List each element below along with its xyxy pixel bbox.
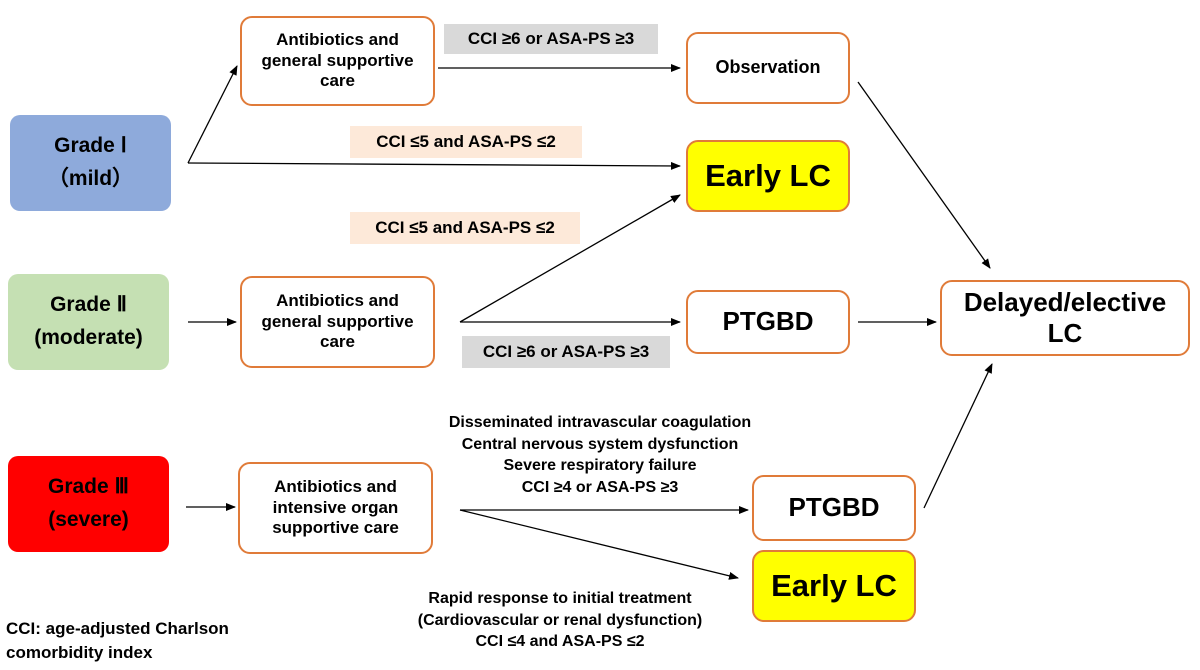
severe-ptgbd-conditions: Disseminated intravascular coagulation C… bbox=[395, 412, 805, 498]
condition-line: CCI ≤4 and ASA-PS ≤2 bbox=[475, 633, 645, 651]
arrow-observation-to-delayed bbox=[857, 81, 991, 269]
arrow-care-severe-to-early-lc bbox=[459, 509, 739, 580]
ptgbd-box-1: PTGBD bbox=[686, 290, 850, 354]
condition-line: Disseminated intravascular coagulation bbox=[448, 414, 752, 431]
care-moderate-box: Antibiotics and general supportive care bbox=[240, 276, 435, 368]
delayed-lc-label: Delayed/elective LC bbox=[963, 286, 1167, 348]
footnote: CCI: age-adjusted Charlson comorbidity i… bbox=[6, 617, 229, 665]
arrow-ptgbd2-to-delayed bbox=[923, 363, 993, 509]
footnote-line-2: comorbidity index bbox=[6, 642, 153, 662]
arrow-grade1-to-care bbox=[187, 65, 238, 164]
ptgbd-label-2: PTGBD bbox=[788, 492, 880, 523]
care-severe-label: Antibiotics and intensive organ supporti… bbox=[272, 477, 399, 538]
condition-tag-cci5-mild: CCI ≤5 and ASA-PS ≤2 bbox=[350, 126, 582, 158]
severe-early-lc-conditions: Rapid response to initial treatment (Car… bbox=[365, 588, 755, 653]
condition-line: Central nervous system dysfunction bbox=[461, 435, 739, 453]
grade-3-box: Grade Ⅲ (severe) bbox=[8, 456, 169, 552]
grade-2-box: Grade Ⅱ (moderate) bbox=[8, 274, 169, 370]
care-mild-box: Antibiotics and general supportive care bbox=[240, 16, 435, 106]
condition-line: Rapid response to initial treatment bbox=[428, 590, 692, 607]
observation-box: Observation bbox=[686, 32, 850, 104]
arrow-grade1-to-early-lc bbox=[187, 161, 681, 170]
grade-2-subtitle: (moderate) bbox=[34, 326, 143, 349]
care-severe-box: Antibiotics and intensive organ supporti… bbox=[238, 462, 433, 554]
grade-1-subtitle: （mild） bbox=[47, 167, 134, 190]
grade-3-title: Grade Ⅲ bbox=[47, 475, 129, 499]
condition-text: CCI ≤5 and ASA-PS ≤2 bbox=[376, 132, 556, 151]
grade-1-box: Grade Ⅰ （mild） bbox=[10, 115, 171, 211]
care-mild-label: Antibiotics and general supportive care bbox=[261, 30, 414, 91]
condition-text: CCI ≥6 or ASA-PS ≥3 bbox=[482, 342, 650, 361]
observation-label: Observation bbox=[715, 57, 821, 78]
footnote-line-1: CCI: age-adjusted Charlson bbox=[6, 619, 229, 638]
early-lc-label-2: Early LC bbox=[771, 568, 897, 604]
early-lc-label-1: Early LC bbox=[705, 158, 831, 194]
condition-tag-cci6-moderate: CCI ≥6 or ASA-PS ≥3 bbox=[462, 336, 670, 368]
condition-tag-cci6-top: CCI ≥6 or ASA-PS ≥3 bbox=[444, 24, 658, 54]
condition-line: (Cardiovascular or renal dysfunction) bbox=[417, 611, 703, 629]
early-lc-box-2: Early LC bbox=[752, 550, 916, 622]
grade-3-subtitle: (severe) bbox=[48, 508, 129, 531]
condition-line: Severe respiratory failure bbox=[503, 457, 697, 475]
delayed-lc-box: Delayed/elective LC bbox=[940, 280, 1190, 356]
condition-tag-cci5-moderate: CCI ≤5 and ASA-PS ≤2 bbox=[350, 212, 580, 244]
condition-line: CCI ≥4 or ASA-PS ≥3 bbox=[521, 478, 679, 496]
condition-text: CCI ≥6 or ASA-PS ≥3 bbox=[467, 29, 635, 48]
ptgbd-label-1: PTGBD bbox=[722, 306, 814, 337]
ptgbd-box-2: PTGBD bbox=[752, 475, 916, 541]
arrow-care-moderate-to-early-lc bbox=[459, 194, 681, 323]
grade-1-title: Grade Ⅰ bbox=[54, 134, 127, 158]
condition-text: CCI ≤5 and ASA-PS ≤2 bbox=[375, 218, 555, 237]
care-moderate-label: Antibiotics and general supportive care bbox=[261, 291, 414, 352]
early-lc-box-1: Early LC bbox=[686, 140, 850, 212]
grade-2-title: Grade Ⅱ bbox=[50, 293, 127, 317]
